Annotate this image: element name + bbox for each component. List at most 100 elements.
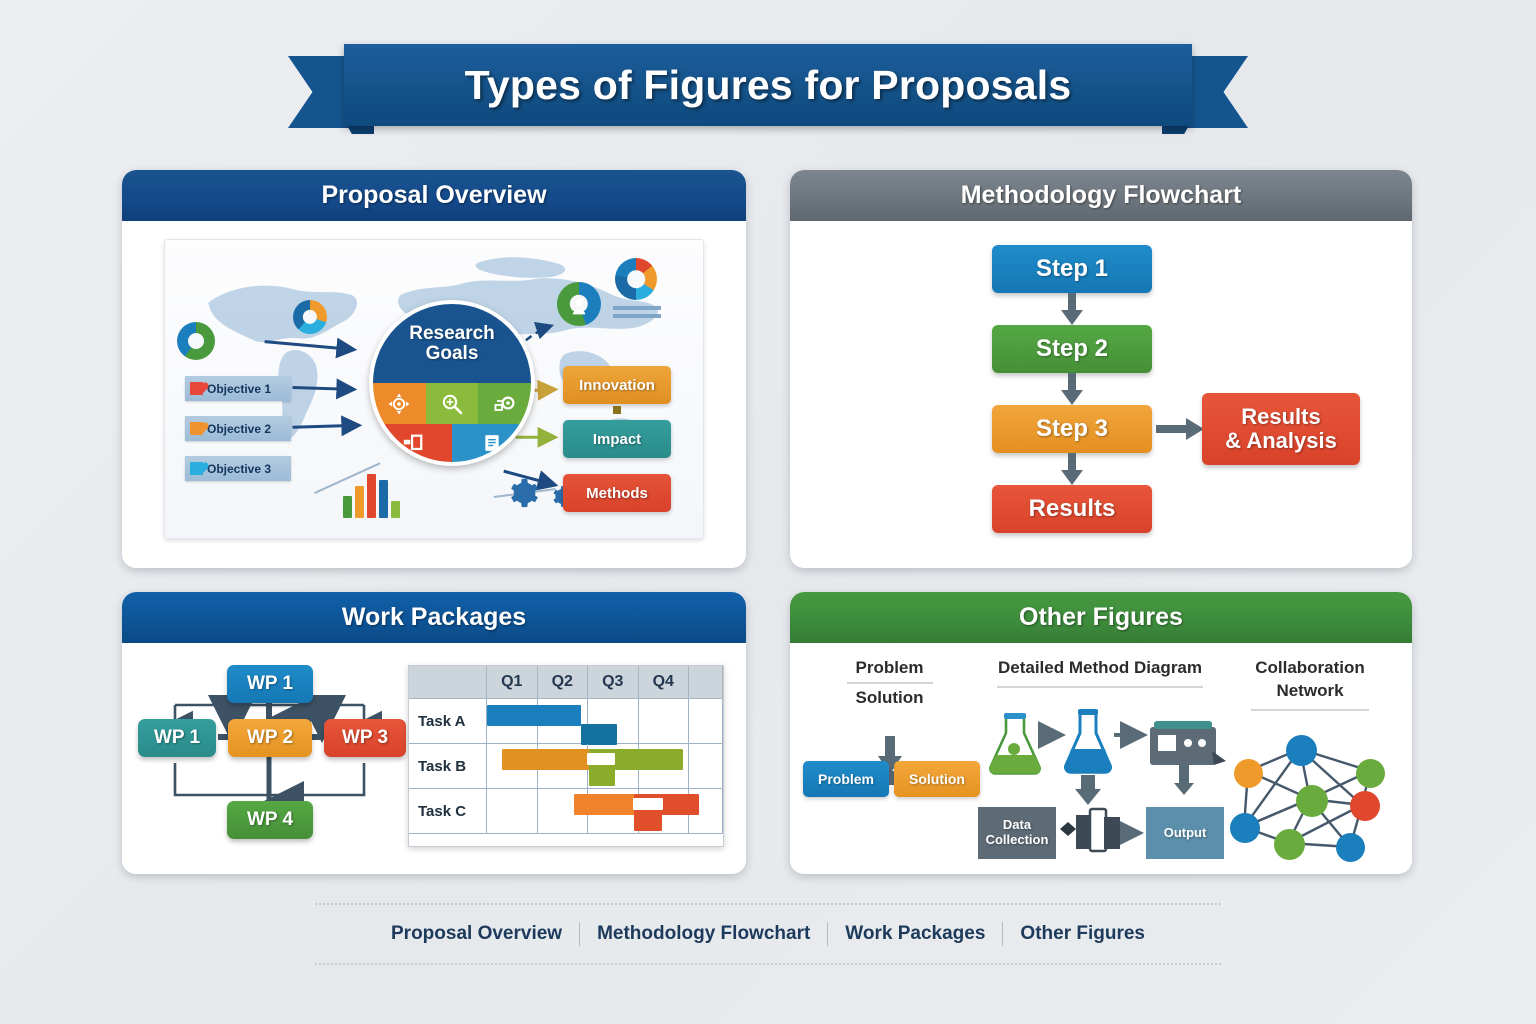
- objective-item-2[interactable]: Objective 2: [185, 416, 291, 441]
- ribbon-banner: Types of Figures for Proposals: [344, 44, 1192, 126]
- page-title: Types of Figures for Proposals: [464, 61, 1072, 108]
- wp-node-bottom[interactable]: WP 4: [227, 801, 313, 839]
- footer-nav: Proposal Overview Methodology Flowchart …: [315, 903, 1221, 965]
- document-icon: [484, 435, 499, 451]
- solution-chip[interactable]: Solution: [894, 761, 980, 797]
- panel-body-work-packages: WP 1 WP 1 WP 2 WP 3 WP 4 Q1 Q2 Q3: [122, 643, 746, 874]
- footer-separator: [827, 922, 829, 946]
- legend-line-icon: [613, 314, 661, 318]
- wp-node-right[interactable]: WP 3: [324, 719, 406, 757]
- gantt-header-row: Q1 Q2 Q3 Q4: [409, 666, 723, 699]
- magnifier-search-icon: [442, 394, 463, 414]
- wp-node-center[interactable]: WP 2: [228, 719, 312, 757]
- footer-separator: [1002, 922, 1004, 946]
- panel-header-other-figures: Other Figures: [790, 592, 1412, 643]
- gantt-bar: [634, 813, 662, 831]
- method-box-output[interactable]: Output: [1163, 824, 1207, 840]
- title-rule: [1251, 708, 1369, 711]
- flow-results-and-analysis[interactable]: Results & Analysis: [1202, 393, 1360, 465]
- problem-chip[interactable]: Problem: [803, 761, 889, 797]
- target-icon: [388, 393, 410, 415]
- gear-settings-icon: [494, 396, 515, 411]
- section-title-collaboration: Collaboration: [1255, 658, 1365, 677]
- section-title-method: Detailed Method Diagram: [997, 658, 1203, 677]
- flow-step-3[interactable]: Step 3: [992, 405, 1152, 453]
- panel-body-methodology: Step 1 Step 2 Step 3 Results: [790, 221, 1412, 568]
- donut-chart-multicolor-icon: [615, 258, 657, 300]
- gantt-row-task-c: Task C: [409, 789, 723, 834]
- network-node[interactable]: [1274, 829, 1305, 860]
- method-diagram-graphic: [978, 709, 1226, 859]
- panel-body-other-figures: Problem Solution Problem Solution Detail…: [790, 643, 1412, 874]
- network-node[interactable]: [1230, 813, 1260, 843]
- gantt-col-q4: Q4: [639, 666, 689, 698]
- outcome-impact[interactable]: Impact: [563, 420, 671, 458]
- network-node[interactable]: [1356, 759, 1385, 788]
- gantt-col-q1: Q1: [487, 666, 538, 698]
- wheel-cell-search[interactable]: [425, 383, 479, 425]
- section-title-problem: Problem: [855, 658, 924, 677]
- panel-header-methodology: Methodology Flowchart: [790, 170, 1412, 221]
- flow-results[interactable]: Results: [992, 485, 1152, 533]
- wheel-cell-settings[interactable]: [478, 383, 531, 425]
- method-box-data-collection[interactable]: Data Collection: [985, 817, 1049, 847]
- gantt-col-q2: Q2: [538, 666, 588, 698]
- flow-arrow-3-analysis: [1156, 418, 1204, 440]
- gantt-task-label: Task B: [409, 744, 487, 788]
- wp-node-left[interactable]: WP 1: [138, 719, 216, 757]
- gantt-row-task-a: Task A: [409, 699, 723, 745]
- gantt-task-label: Task A: [409, 699, 487, 743]
- research-goals-label: Research Goals: [373, 304, 531, 383]
- connector-dot: [613, 406, 621, 414]
- flow-step-1[interactable]: Step 1: [992, 245, 1152, 293]
- gantt-bar: [589, 768, 615, 786]
- gantt-task-label: Task C: [409, 789, 487, 833]
- panel-methodology-flowchart: Methodology Flowchart Step 1 Step 2 Step…: [790, 170, 1412, 568]
- gantt-chart: Q1 Q2 Q3 Q4 Task A Task B: [408, 665, 724, 847]
- gantt-bar-gap: [633, 798, 663, 810]
- title-rule: [846, 682, 933, 685]
- section-method-diagram: Detailed Method Diagram: [970, 657, 1230, 689]
- gantt-col-spare: [689, 666, 723, 698]
- wheel-cell-flow[interactable]: [373, 424, 452, 462]
- flow-arrow-2-3: [1061, 373, 1083, 405]
- title-ribbon: Types of Figures for Proposals: [288, 44, 1248, 140]
- flow-arrow-1-2: [1061, 293, 1083, 325]
- donut-chart-orange-icon: [293, 300, 327, 334]
- network-node[interactable]: [1336, 833, 1365, 862]
- heart-icon: [190, 422, 203, 435]
- network-node[interactable]: [1286, 735, 1317, 766]
- flow-arrow-icon: [403, 434, 422, 451]
- panel-work-packages: Work Packages WP 1: [122, 592, 746, 874]
- legend-line-icon: [613, 306, 661, 310]
- title-rule: [997, 686, 1203, 689]
- wheel-cell-target[interactable]: [373, 383, 426, 425]
- wp-node-top[interactable]: WP 1: [227, 665, 313, 703]
- gear-large-icon: [511, 478, 538, 508]
- heart-icon: [190, 382, 203, 395]
- objective-item-1[interactable]: Objective 1: [185, 376, 291, 401]
- objective-item-3[interactable]: Objective 3: [185, 456, 291, 481]
- footer-item-methodology-flowchart[interactable]: Methodology Flowchart: [597, 923, 811, 944]
- footer-item-work-packages[interactable]: Work Packages: [845, 923, 986, 944]
- network-node[interactable]: [1350, 791, 1380, 821]
- flow-step-2[interactable]: Step 2: [992, 325, 1152, 373]
- outcome-methods[interactable]: Methods: [563, 474, 671, 512]
- footer-item-other-figures[interactable]: Other Figures: [1020, 923, 1145, 944]
- gantt-corner-cell: [409, 666, 487, 698]
- donut-chart-green-icon: [177, 322, 215, 360]
- footer-item-proposal-overview[interactable]: Proposal Overview: [391, 923, 563, 944]
- gantt-bar-gap: [587, 753, 615, 765]
- network-node[interactable]: [1296, 785, 1328, 817]
- wheel-cell-document[interactable]: [452, 424, 531, 462]
- flow-arrow-3-results: [1061, 453, 1083, 485]
- gantt-col-q3: Q3: [588, 666, 639, 698]
- outcome-innovation[interactable]: Innovation: [563, 366, 671, 404]
- section-title-network: Network: [1276, 681, 1344, 701]
- network-node[interactable]: [1234, 759, 1263, 788]
- panel-header-proposal-overview: Proposal Overview: [122, 170, 746, 221]
- person-icon: [572, 299, 586, 315]
- bar-chart-icon: [343, 472, 400, 518]
- panel-header-work-packages: Work Packages: [122, 592, 746, 643]
